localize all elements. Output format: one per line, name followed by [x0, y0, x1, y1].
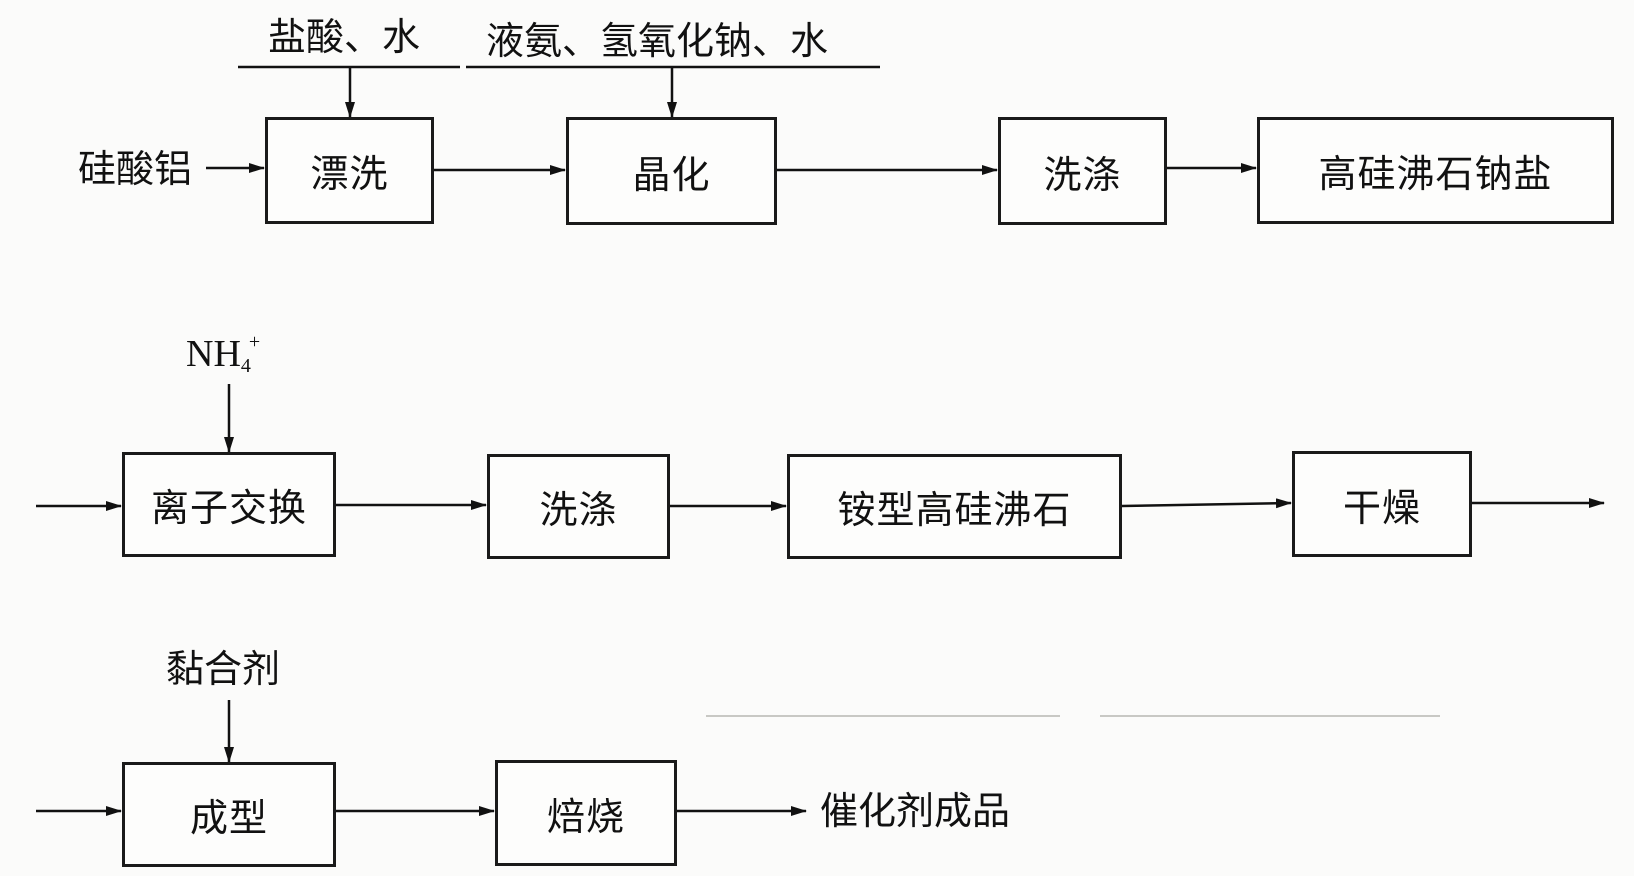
- process-box-dry: 干燥: [1292, 451, 1472, 557]
- product-box-ammonium-zeolite: 铵型高硅沸石: [787, 454, 1122, 559]
- process-box-molding: 成型: [122, 762, 336, 867]
- reagent-label-binder: 黏合剂: [166, 647, 281, 691]
- process-box-rinse: 漂洗: [265, 117, 434, 224]
- process-box-wash-2: 洗涤: [487, 454, 670, 559]
- process-box-wash-1: 洗涤: [998, 117, 1167, 225]
- output-label-catalyst: 催化剂成品: [820, 789, 1011, 833]
- arrow-r2-step3-to-step4: [1121, 498, 1292, 509]
- input-label: 硅酸铝: [78, 147, 193, 191]
- process-box-crystallize: 晶化: [566, 117, 777, 225]
- reagent-label-ammonia-naoh-water: 液氨、氢氧化钠、水: [486, 19, 829, 63]
- product-box-sodium-zeolite: 高硅沸石钠盐: [1257, 117, 1614, 224]
- process-box-ion-exchange: 离子交换: [122, 452, 336, 557]
- reagent-label-ammonium: NH4+: [186, 331, 261, 377]
- reagent-label-hcl-water: 盐酸、水: [268, 15, 421, 59]
- process-box-calcine: 焙烧: [495, 760, 677, 866]
